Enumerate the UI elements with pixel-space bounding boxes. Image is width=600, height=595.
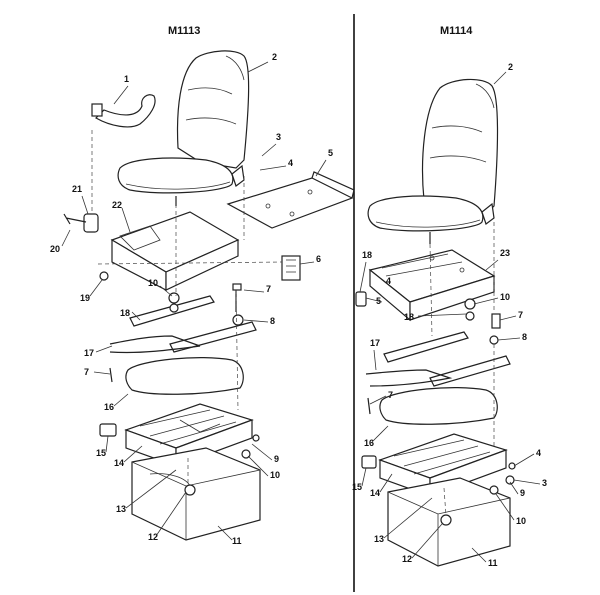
right-callout: 12 [402,554,412,564]
left-seat-pad [109,357,244,395]
left-dashed-leaders [91,130,283,486]
right-small-parts [355,291,501,345]
right-slide-rails [365,331,511,387]
right-callout: 10 [516,516,526,526]
right-callout: 15 [352,482,362,492]
left-leader-lines [61,61,327,541]
right-callout: 13 [374,534,384,544]
left-callout: 8 [270,316,275,326]
right-callout: 18 [362,250,372,260]
left-callout: 20 [50,244,60,254]
left-callout: 3 [276,132,281,142]
right-callout: 10 [500,292,510,302]
right-callout: 4 [386,276,391,286]
right-callout: 16 [364,438,374,448]
left-callout: 7 [266,284,271,294]
right-callout: 17 [370,338,380,348]
right-callout: 8 [522,332,527,342]
right-callout: 11 [488,558,498,568]
right-leader-lines [359,71,541,563]
left-slide-rails [109,283,257,354]
right-callout: 23 [500,248,510,258]
left-callout: 19 [80,293,90,303]
left-callouts: 1 2 3 4 5 6 7 7 8 9 10 10 11 12 13 14 15… [50,52,333,546]
left-callout: 22 [112,200,122,210]
right-side-bracket [481,202,495,225]
left-mount-plate [226,177,354,229]
left-callout: 9 [274,454,279,464]
left-callout: 4 [288,158,293,168]
left-small-parts [63,213,301,281]
left-pedestal-base [110,211,240,291]
left-seat-back [176,50,250,169]
right-callout: 9 [520,488,525,498]
left-callout: 17 [84,348,94,358]
left-callout: 11 [232,536,242,546]
left-callout: 6 [316,254,321,264]
right-seat-back [421,78,499,215]
right-callout: 18 [404,312,414,322]
left-callout: 21 [72,184,82,194]
right-base-box [387,477,511,567]
right-callout: 3 [542,478,547,488]
right-callouts: 2 3 4 4 5 7 7 8 9 10 10 11 12 13 14 15 1… [352,62,547,568]
left-callout: 10 [148,278,158,288]
left-callout: 12 [148,532,158,542]
left-seat-cushion [117,157,234,194]
left-armrest-part [91,94,156,128]
left-callout: 2 [272,52,277,62]
left-callout: 14 [114,458,124,468]
right-callout: 14 [370,488,380,498]
right-callout: 2 [508,62,513,72]
left-callout: 16 [104,402,114,412]
right-seat-cushion [367,195,484,232]
left-callout: 10 [270,470,280,480]
right-callout: 7 [388,390,393,400]
right-pedestal-base [368,249,496,322]
left-callout: 1 [124,74,129,84]
left-callout: 13 [116,504,126,514]
left-callout: 5 [328,148,333,158]
left-callout: 18 [120,308,130,318]
right-callout: 7 [518,310,523,320]
right-callout: 4 [536,448,541,458]
left-panel-title: M1113 [168,25,200,37]
left-callout: 15 [96,448,106,458]
right-dashed-leaders [429,222,495,517]
left-base-box [131,434,261,541]
right-panel-title: M1114 [440,25,473,37]
left-callout: 7 [84,367,89,377]
left-side-bracket [231,164,245,187]
